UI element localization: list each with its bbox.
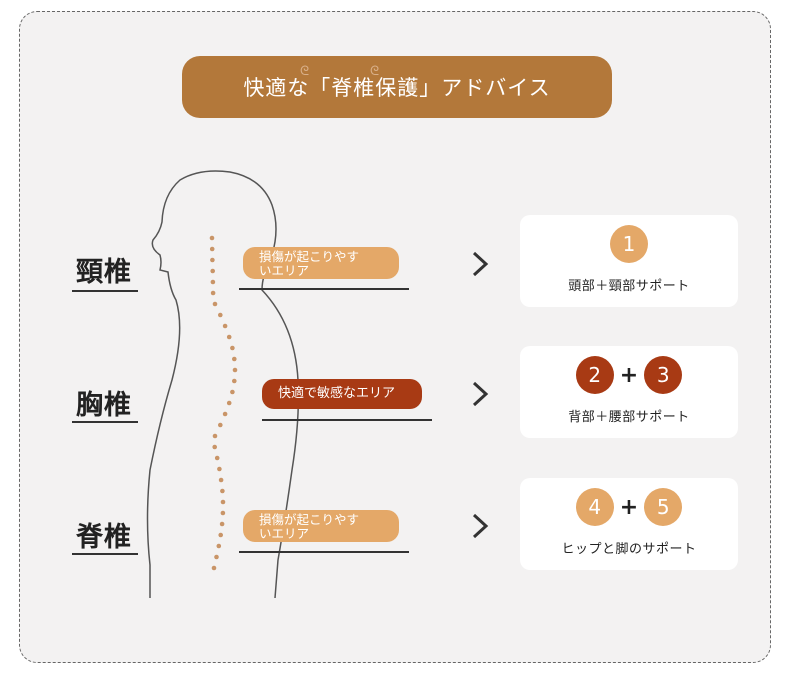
spine-dot <box>210 290 216 296</box>
spine-dot <box>218 312 223 318</box>
spine-dot <box>220 499 226 505</box>
chevron-right-icon <box>472 381 489 407</box>
label-underline <box>72 553 138 555</box>
support-tile-3: 4 + 5 ヒップと脚のサポート <box>520 478 738 570</box>
area-note-cervical: 損傷が起こりやす いエリア <box>243 247 399 279</box>
chevron-right-icon <box>472 513 489 539</box>
swirl-ornament-icon: ᘓ <box>300 64 310 79</box>
spine-dot <box>226 400 232 406</box>
spine-dot <box>210 279 216 285</box>
spine-dot <box>209 235 215 241</box>
section-label-spine: 脊椎 <box>76 522 132 553</box>
number-badge: 3 <box>644 356 683 394</box>
label-underline <box>72 421 138 423</box>
divider-line <box>262 419 432 421</box>
spine-dot <box>232 378 237 384</box>
note-line: 損傷が起こりやす <box>259 512 360 527</box>
number-badge: 1 <box>610 225 648 263</box>
plus-sign: + <box>619 362 639 388</box>
number-badge: 4 <box>575 488 614 526</box>
section-label-cervical: 頸椎 <box>76 257 132 288</box>
note-line: 快適で敏感なエリア <box>278 386 396 401</box>
area-note-spine: 損傷が起こりやす いエリア <box>243 510 399 542</box>
label-underline <box>72 290 138 292</box>
spine-dot <box>210 268 215 274</box>
plus-sign: + <box>619 494 639 520</box>
chevron-right-icon <box>472 251 489 277</box>
spine-dot <box>218 532 223 538</box>
support-tile-2: 2 + 3 背部＋腰部サポート <box>520 346 738 438</box>
spine-dot <box>230 345 235 351</box>
spine-dot <box>218 477 224 483</box>
divider-line <box>239 551 409 553</box>
badge-group: 4 + 5 <box>520 488 738 526</box>
badge-group: 1 <box>520 225 738 263</box>
support-text: 頭部＋頸部サポート <box>568 279 690 294</box>
spine-dot <box>214 554 219 560</box>
badge-group: 2 + 3 <box>520 356 738 394</box>
spine-dot <box>212 433 218 439</box>
support-text: ヒップと脚のサポート <box>561 542 697 557</box>
divider-line <box>239 288 409 290</box>
swirl-ornament-icon: ᘓ <box>370 64 380 79</box>
note-line: いエリア <box>259 263 310 278</box>
spine-dot <box>212 301 218 307</box>
spine-dot <box>222 323 228 329</box>
spine-dot <box>220 488 225 494</box>
spine-dots <box>209 235 238 571</box>
support-tile-1: 1 頭部＋頸部サポート <box>520 215 738 307</box>
spine-dot <box>214 455 220 461</box>
note-line: いエリア <box>259 526 310 541</box>
spine-dot <box>218 422 223 428</box>
spine-dot <box>217 466 222 472</box>
area-note-thoracic: 快適で敏感なエリア <box>262 379 422 409</box>
spine-dot <box>210 257 215 263</box>
spine-dot <box>232 356 237 362</box>
support-text: 背部＋腰部サポート <box>568 410 690 425</box>
spine-dot <box>211 565 217 571</box>
spine-dot <box>226 334 232 340</box>
note-line: 損傷が起こりやす <box>259 249 360 264</box>
spine-dot <box>219 521 225 527</box>
spine-dot <box>232 367 238 373</box>
spine-dot <box>230 389 235 395</box>
spine-dot <box>209 246 215 252</box>
title-banner: 快適な「脊椎保護」アドバイス <box>182 56 612 118</box>
spine-dot <box>216 543 222 549</box>
section-label-thoracic: 胸椎 <box>76 390 132 421</box>
number-badge: 2 <box>575 356 614 394</box>
spine-dot <box>220 510 226 516</box>
page-title: 快適な「脊椎保護」アドバイス <box>243 76 551 100</box>
spine-dot <box>212 444 217 450</box>
number-badge: 5 <box>644 488 683 526</box>
spine-dot <box>222 411 228 417</box>
